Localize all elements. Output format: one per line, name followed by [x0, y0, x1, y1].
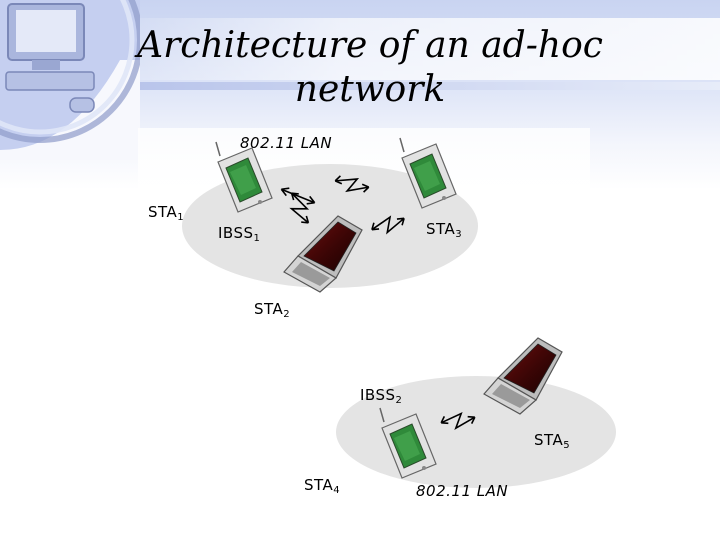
sta5-label: STA5	[534, 431, 570, 451]
sta1-label-text: STA	[148, 203, 178, 221]
sta3-label-text: STA	[426, 220, 456, 238]
sta4-label-sub: 4	[333, 485, 341, 496]
header-highlight	[90, 18, 720, 80]
sta2-label-sub: 2	[283, 309, 291, 320]
ibss2-label-sub: 2	[395, 395, 403, 406]
slide-title-line-1: Architecture of an ad-hoc	[137, 25, 603, 66]
lan-label-top: 802.11 LAN	[240, 134, 333, 152]
ibss1-label: IBSS1	[218, 224, 260, 244]
ibss1-label-sub: 1	[253, 233, 261, 244]
sta3-label: STA3	[426, 220, 462, 240]
sta1-label: STA1	[148, 203, 184, 223]
ibss2-label: IBSS2	[360, 386, 402, 406]
sta5-label-sub: 5	[563, 440, 571, 451]
sta2-label-text: STA	[254, 300, 284, 318]
computer-illustration	[0, 0, 140, 160]
ibss2-label-text: IBSS	[360, 386, 396, 404]
sta1-label-sub: 1	[177, 212, 185, 223]
sta4-label-text: STA	[304, 476, 334, 494]
sta4-label: STA4	[304, 476, 340, 496]
slide-title-line-2: network	[294, 69, 446, 110]
sta2-label: STA2	[254, 300, 290, 320]
lan-label-bottom: 802.11 LAN	[416, 482, 509, 500]
header-stripe	[120, 82, 720, 90]
ibss1-label-text: IBSS	[218, 224, 254, 242]
sta3-label-sub: 3	[455, 229, 463, 240]
sta5-label-text: STA	[534, 431, 564, 449]
